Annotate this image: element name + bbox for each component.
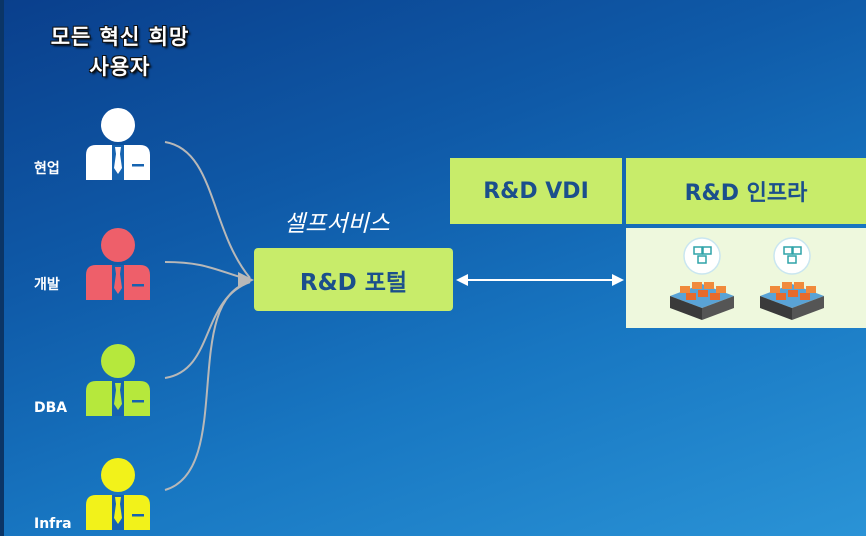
person-with-tie-icon <box>86 458 150 530</box>
user-dba: DBA <box>34 344 174 419</box>
server-with-containers-icon <box>760 237 824 320</box>
rnd-portal-label: R&D 포털 <box>299 269 408 296</box>
rnd-infra-panel <box>626 228 866 328</box>
self-service-caption: 셀프서비스 <box>284 211 390 237</box>
title-line-2: 사용자 <box>89 55 151 79</box>
user-label: 현업 <box>34 161 60 177</box>
diagram-title: 모든 혁신 희망 사용자 <box>10 22 230 82</box>
user-label: Infra <box>34 516 72 532</box>
user-hyeonup: 현업 <box>34 108 174 183</box>
title-line-1: 모든 혁신 희망 <box>50 25 190 49</box>
rnd-portal-box: R&D 포털 <box>254 248 453 311</box>
rnd-infra-header: R&D 인프라 <box>626 158 866 224</box>
person-with-tie-icon <box>86 344 150 416</box>
portal-arrowhead <box>238 272 254 288</box>
person-with-tie-icon <box>86 108 150 180</box>
person-with-tie-icon <box>86 228 150 300</box>
user-gaebal: 개발 <box>34 228 174 303</box>
user-label: DBA <box>34 400 68 416</box>
connector-user-1 <box>164 141 251 279</box>
connector-user-2 <box>164 261 251 281</box>
user-label: 개발 <box>34 277 60 293</box>
rnd-vdi-label: R&D VDI <box>483 178 589 204</box>
rnd-infra-label: R&D 인프라 <box>684 181 808 206</box>
server-with-containers-icon <box>670 237 734 320</box>
connector-user-4 <box>164 281 251 491</box>
rnd-vdi-header: R&D VDI <box>450 158 622 224</box>
connector-user-3 <box>164 281 251 379</box>
user-infra: Infra <box>34 458 174 533</box>
